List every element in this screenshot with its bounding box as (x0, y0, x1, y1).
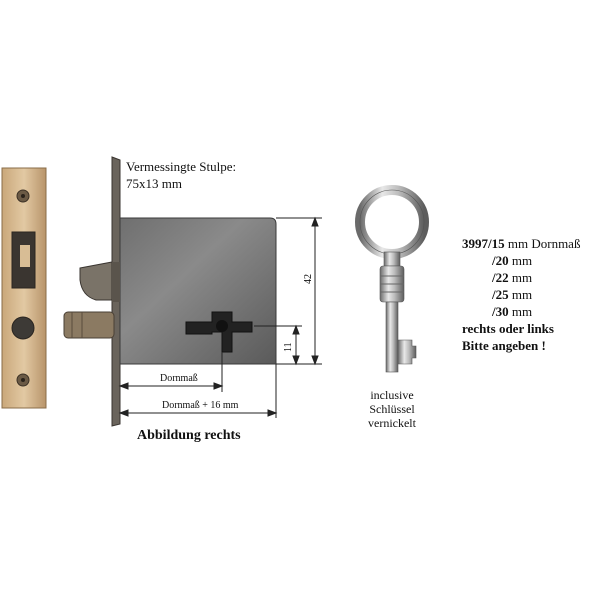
spec-size: /22 (492, 270, 509, 285)
spec-line-2: /20 mm (492, 253, 532, 269)
stulpe-label-line1: Vermessingte Stulpe: (126, 159, 237, 174)
spec-line-4: /25 mm (492, 287, 532, 303)
dimension-lines (118, 216, 322, 418)
spec-line-3: /22 mm (492, 270, 532, 286)
spec-unit: mm Dornmaß (507, 236, 581, 251)
spec-size: /25 (492, 287, 509, 302)
key-caption-line: inclusive (370, 388, 414, 402)
spec-unit: mm (511, 270, 533, 285)
dimension-11-label: 11 (283, 342, 294, 352)
faceplate (1, 167, 47, 409)
spec-article: 3997 (462, 236, 488, 251)
dimension-42-label: 42 (303, 274, 314, 284)
spec-note-specify: Bitte angeben ! (462, 338, 546, 353)
spec-line-5: /30 mm (492, 304, 532, 320)
spec-size: /20 (492, 253, 509, 268)
key-illustration (355, 185, 429, 373)
spec-note-side: rechts oder links (462, 321, 554, 336)
spec-line-1: 3997/15 mm Dornmaß (462, 236, 580, 252)
spec-size: /15 (488, 236, 505, 251)
key-caption: inclusive Schlüssel vernickelt (352, 388, 432, 430)
lock-body (79, 217, 277, 365)
key-caption-line: vernickelt (368, 416, 416, 430)
dornmass-plus-label: Dornmaß + 16 mm (162, 400, 239, 411)
spec-unit: mm (511, 253, 533, 268)
spec-size: /30 (492, 304, 509, 319)
figure-caption: Abbildung rechts (137, 428, 241, 443)
lock-bolt (63, 311, 115, 339)
stulpe-label-line2: 75x13 mm (126, 176, 182, 191)
dornmass-label: Dornmaß (160, 373, 198, 384)
key-caption-line: Schlüssel (369, 402, 415, 416)
spec-unit: mm (511, 304, 533, 319)
spec-unit: mm (511, 287, 533, 302)
